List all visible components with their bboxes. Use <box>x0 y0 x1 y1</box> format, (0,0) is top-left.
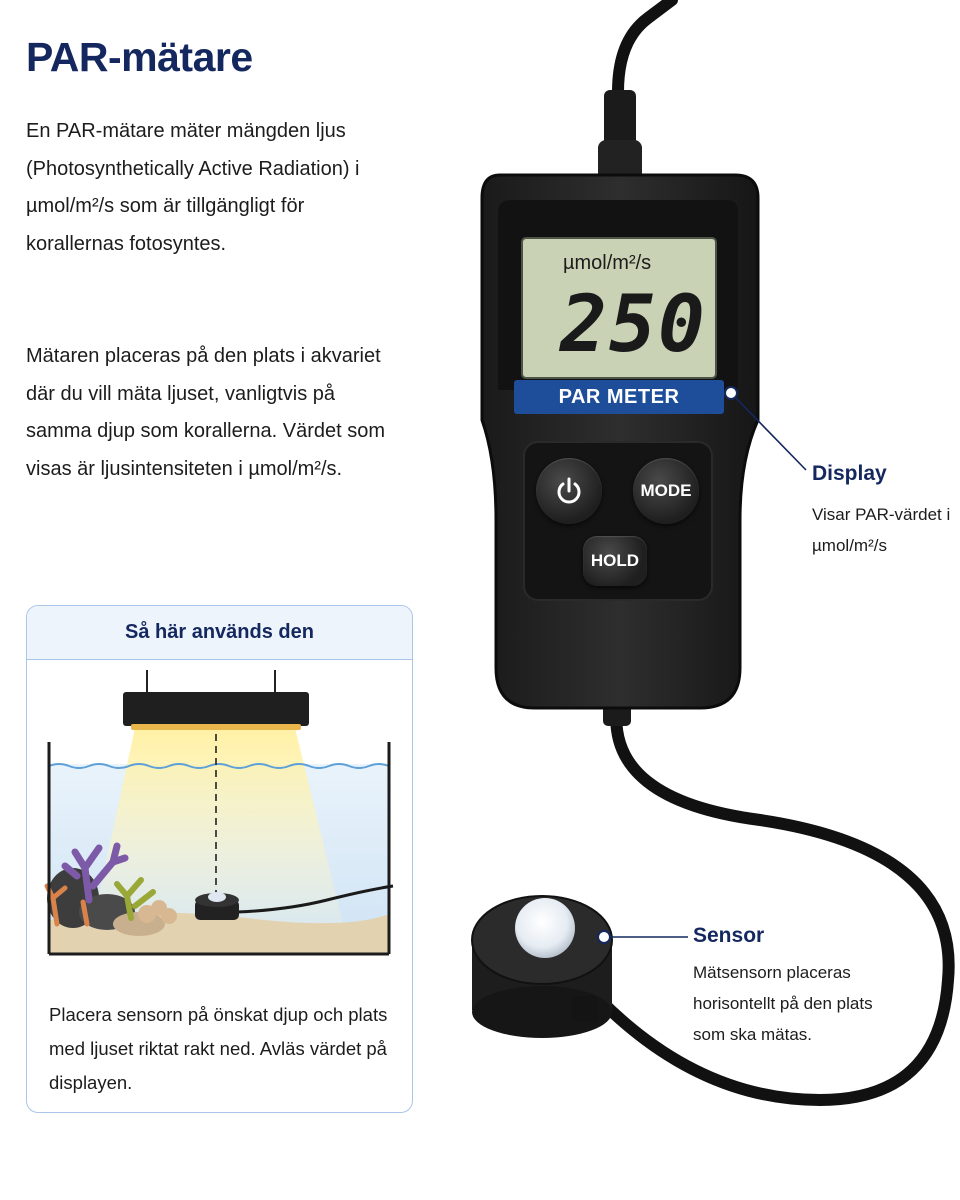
display-callout-title: Display <box>812 462 887 485</box>
sensor-cable <box>594 700 955 1107</box>
sensor-head <box>471 895 613 1038</box>
brand-band <box>514 380 724 414</box>
power-icon <box>557 477 581 504</box>
sensor-callout-description: Mätsensorn placeras horisontellt på den … <box>693 963 873 1044</box>
intro-paragraph-2: Mätaren placeras på den plats i akvariet… <box>26 345 386 480</box>
sensor-callout-title: Sensor <box>693 924 765 947</box>
lcd-reading: 250 <box>560 280 707 370</box>
aquarium-lamp <box>123 692 309 726</box>
usage-card-heading: Så här används den <box>27 606 412 660</box>
power-button[interactable] <box>536 458 602 524</box>
top-cable <box>612 0 678 98</box>
lcd-unit-label: µmol/m²/s <box>563 252 652 274</box>
page-title: PAR-mätare <box>26 34 253 80</box>
lcd-screen <box>521 237 717 379</box>
brand-label: PAR METER <box>558 386 680 408</box>
light-beam <box>91 728 345 932</box>
display-callout-description: Visar PAR-värdet i µmol/m²/s <box>812 505 951 555</box>
usage-card: Så här används den <box>26 605 413 1113</box>
sensor-pointer-dot <box>597 930 611 944</box>
aquarium-illustration <box>44 670 394 956</box>
hold-button[interactable]: HOLD <box>583 536 647 586</box>
usage-card-caption: Placera sensorn på önskat djup och plats… <box>49 1004 388 1093</box>
display-pointer-dot <box>724 386 738 400</box>
mode-button[interactable]: MODE <box>633 458 699 524</box>
intro-paragraph-1: En PAR-mätare mäter mängden ljus (Photos… <box>26 120 360 255</box>
